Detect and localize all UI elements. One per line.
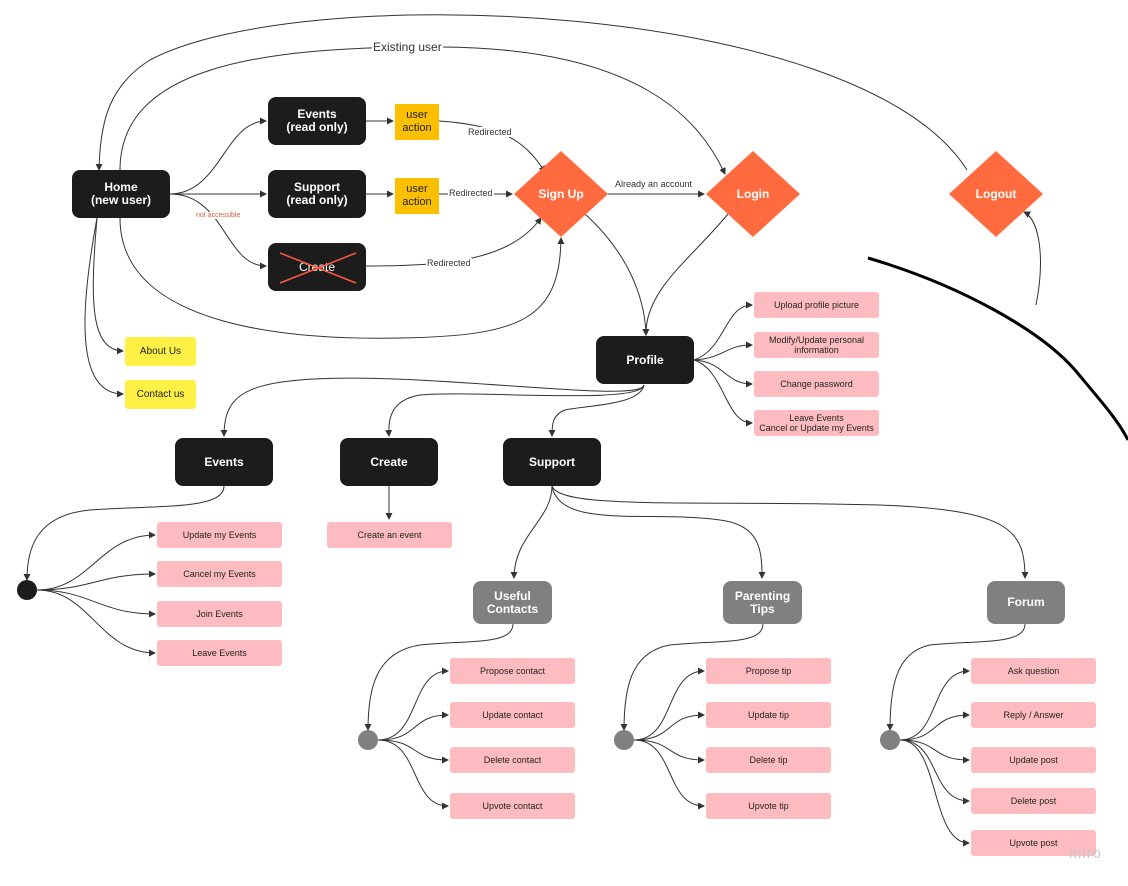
- edge-events-a1: [36, 531, 156, 591]
- node-home[interactable]: Home (new user): [72, 170, 170, 218]
- edge-contacts-dot: [364, 623, 514, 731]
- node-profile[interactable]: Profile: [596, 336, 694, 384]
- node-support-read-only[interactable]: Support (read only): [268, 170, 366, 218]
- action-create-an-event[interactable]: Create an event: [327, 522, 452, 548]
- edge-logout-home: [95, 14, 968, 171]
- node-forum[interactable]: Forum: [987, 581, 1065, 624]
- edge-forum-a1: [899, 667, 970, 741]
- edge-events-a3: [36, 589, 156, 618]
- sign-up-label: Sign Up: [538, 187, 584, 201]
- node-create-not-accessible[interactable]: Create: [268, 243, 366, 291]
- edge-forum-a3: [899, 739, 970, 764]
- tips-junction-dot: [614, 730, 634, 750]
- edge-forum-a5: [899, 739, 970, 847]
- edge-support-tips: [551, 485, 766, 579]
- edge-support-forum: [551, 485, 1029, 579]
- edge-events-dot: [23, 485, 225, 581]
- action-upload-profile-picture[interactable]: Upload profile picture: [754, 292, 879, 318]
- edge-tips-a1: [633, 667, 705, 741]
- action-upvote-tip[interactable]: Upvote tip: [706, 793, 831, 819]
- label-redirected-2: Redirected: [448, 188, 494, 198]
- edge-home-create: [169, 193, 267, 270]
- action-update-post[interactable]: Update post: [971, 747, 1096, 773]
- login-label: Login: [736, 187, 770, 201]
- edge-home-contact: [84, 217, 124, 398]
- edge-home-about: [92, 217, 124, 355]
- edge-home-events-ro: [169, 117, 267, 195]
- edge-forum-a4: [899, 739, 970, 805]
- edge-tips-dot: [620, 623, 764, 731]
- action-update-contact[interactable]: Update contact: [450, 702, 575, 728]
- label-already-account: Already an account: [614, 179, 694, 189]
- edge-profile-create: [385, 384, 645, 437]
- edge-profile-logout: [1023, 211, 1041, 306]
- edge-tips-a2: [633, 711, 705, 741]
- action-cancel-my-events[interactable]: Cancel my Events: [157, 561, 282, 587]
- label-not-accessible: not accessible: [195, 212, 242, 219]
- node-events-read-only[interactable]: Events (read only): [268, 97, 366, 145]
- node-user-action-1[interactable]: user action: [395, 104, 439, 140]
- note-contact-us[interactable]: Contact us: [125, 380, 196, 409]
- action-upvote-contact[interactable]: Upvote contact: [450, 793, 575, 819]
- edge-forum-dot: [886, 623, 1026, 731]
- contacts-junction-dot: [358, 730, 378, 750]
- action-ask-question[interactable]: Ask question: [971, 658, 1096, 684]
- edge-profile-support: [548, 384, 645, 437]
- action-update-my-events[interactable]: Update my Events: [157, 522, 282, 548]
- label-redirected-1: Redirected: [467, 127, 513, 137]
- logout-label: Logout: [975, 187, 1017, 201]
- edge-profile-events: [220, 377, 645, 437]
- node-parenting-tips[interactable]: Parenting Tips: [723, 581, 802, 624]
- action-join-events[interactable]: Join Events: [157, 601, 282, 627]
- note-about-us[interactable]: About Us: [125, 337, 196, 366]
- edge-profile-a3: [693, 359, 753, 388]
- action-delete-contact[interactable]: Delete contact: [450, 747, 575, 773]
- edge-support-contacts: [510, 485, 553, 579]
- action-reply-answer[interactable]: Reply / Answer: [971, 702, 1096, 728]
- edge-profile-a2: [693, 341, 753, 361]
- action-update-tip[interactable]: Update tip: [706, 702, 831, 728]
- action-leave-events[interactable]: Leave Events: [157, 640, 282, 666]
- edge-events-a4: [36, 589, 156, 657]
- action-propose-tip[interactable]: Propose tip: [706, 658, 831, 684]
- action-propose-contact[interactable]: Propose contact: [450, 658, 575, 684]
- cross-out-icon: [279, 252, 357, 284]
- action-upvote-post[interactable]: Upvote post: [971, 830, 1096, 856]
- edge-signup-profile: [584, 213, 650, 336]
- edge-contacts-a3: [377, 739, 449, 764]
- label-redirected-3: Redirected: [426, 258, 472, 268]
- edge-login-profile: [642, 213, 729, 336]
- edge-contacts-a4: [377, 739, 449, 810]
- label-existing-user: Existing user: [372, 40, 443, 54]
- forum-junction-dot: [880, 730, 900, 750]
- node-create[interactable]: Create: [340, 438, 438, 486]
- edge-contacts-a2: [377, 711, 449, 741]
- edge-tips-a3: [633, 739, 705, 764]
- action-delete-post[interactable]: Delete post: [971, 788, 1096, 814]
- action-change-password[interactable]: Change password: [754, 371, 879, 397]
- freehand-stroke: [867, 256, 1128, 441]
- edge-events-a2: [36, 570, 156, 591]
- action-leave-cancel-update-events[interactable]: Leave Events Cancel or Update my Events: [754, 410, 879, 436]
- edge-home-signup: [119, 217, 565, 339]
- edge-profile-a1: [693, 301, 753, 361]
- events-junction-dot: [17, 580, 37, 600]
- node-useful-contacts[interactable]: Useful Contacts: [473, 581, 552, 624]
- node-events[interactable]: Events: [175, 438, 273, 486]
- edge-profile-a4: [693, 359, 753, 427]
- miro-watermark: miro: [1068, 845, 1102, 862]
- edge-tips-a4: [633, 739, 705, 810]
- edge-create-signup: [365, 217, 542, 267]
- action-delete-tip[interactable]: Delete tip: [706, 747, 831, 773]
- edge-contacts-a1: [377, 667, 449, 741]
- node-user-action-2[interactable]: user action: [395, 178, 439, 214]
- action-modify-personal-information[interactable]: Modify/Update personal information: [754, 332, 879, 358]
- node-support[interactable]: Support: [503, 438, 601, 486]
- edge-forum-a2: [899, 711, 970, 741]
